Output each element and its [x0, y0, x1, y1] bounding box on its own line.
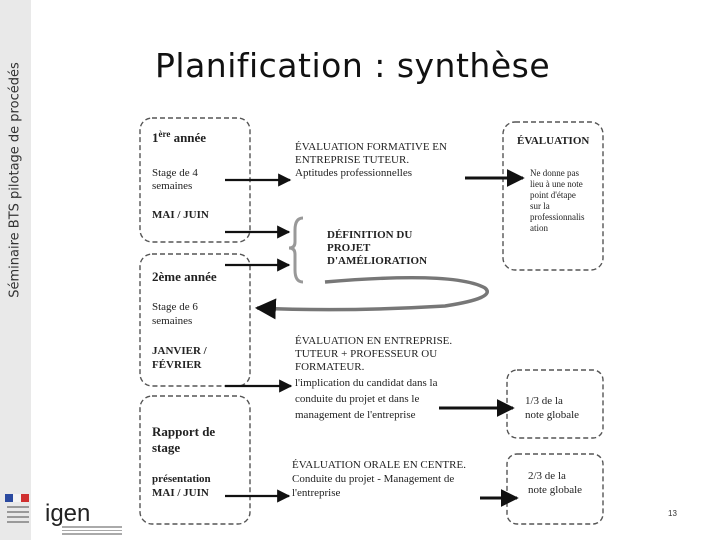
republique-logo	[5, 494, 31, 532]
eval2-line5: conduite du projet et dans le	[295, 393, 419, 405]
planning-diagram: 1ère année Stage de 4 semaines MAI / JUI…	[139, 117, 604, 525]
year1-heading: 1ère année	[152, 129, 206, 145]
definition-line2: PROJET	[327, 242, 371, 254]
year2-period-line2: FÉVRIER	[152, 359, 203, 371]
eval1-line3: Aptitudes professionnelles	[295, 167, 412, 179]
year2-stage-line1: Stage de 6	[152, 301, 198, 313]
seminar-label: Séminaire BTS pilotage de procédés	[7, 62, 23, 298]
curved-return-arrow	[254, 275, 489, 320]
igen-logo: igen	[45, 500, 91, 527]
eval1-line2: ENTREPRISE TUTEUR.	[295, 154, 409, 166]
eval3-line1: ÉVALUATION ORALE EN CENTRE.	[292, 459, 466, 471]
report-box	[139, 395, 251, 525]
presentation-line1: présentation	[152, 473, 211, 485]
year1-stage-line1: Stage de 4	[152, 167, 198, 179]
presentation-line2: MAI / JUIN	[152, 487, 209, 499]
third2-line1: 2/3 de la	[528, 470, 566, 482]
report-heading-line2: stage	[152, 440, 180, 455]
third2-line2: note globale	[528, 484, 582, 496]
eval2-line3: FORMATEUR.	[295, 361, 365, 373]
eval2-line6: management de l'entreprise	[295, 409, 416, 421]
note-line4: sur la	[530, 201, 550, 211]
third1-line1: 1/3 de la	[525, 395, 563, 407]
eval2-line1: ÉVALUATION EN ENTREPRISE.	[295, 335, 452, 347]
definition-line1: DÉFINITION DU	[327, 229, 412, 241]
igen-logo-subtext	[62, 526, 122, 535]
note-line1: Ne donne pas	[530, 168, 579, 178]
year1-stage-line2: semaines	[152, 180, 192, 192]
year2-box	[139, 253, 251, 387]
eval2-line4: l'implication du candidat dans la	[295, 377, 438, 389]
evaluation-heading: ÉVALUATION	[517, 135, 589, 147]
eval3-line3: l'entreprise	[292, 487, 341, 499]
note-line6: ation	[530, 223, 548, 233]
year2-heading: 2ème année	[152, 269, 217, 284]
eval2-line2: TUTEUR + PROFESSEUR OU	[295, 348, 437, 360]
third1-box	[506, 369, 604, 439]
note-line5: professionnalis	[530, 212, 585, 222]
report-heading-line1: Rapport de	[152, 424, 215, 439]
eval1-line1: ÉVALUATION FORMATIVE EN	[295, 141, 447, 153]
sidebar-band: Séminaire BTS pilotage de procédés	[0, 0, 31, 540]
slide-title: Planification : synthèse	[155, 46, 551, 85]
page-number: 13	[668, 509, 677, 518]
brace-definition	[288, 216, 304, 284]
year2-period-line1: JANVIER /	[152, 345, 208, 357]
evaluation-box	[502, 121, 604, 271]
note-line2: lieu à une note	[530, 179, 583, 189]
definition-line3: D'AMÉLIORATION	[327, 255, 427, 267]
third1-line2: note globale	[525, 409, 579, 421]
year2-stage-line2: semaines	[152, 315, 192, 327]
year1-period: MAI / JUIN	[152, 209, 209, 221]
note-line3: point d'étape	[530, 190, 576, 200]
eval3-line2: Conduite du projet - Management de	[292, 473, 454, 485]
